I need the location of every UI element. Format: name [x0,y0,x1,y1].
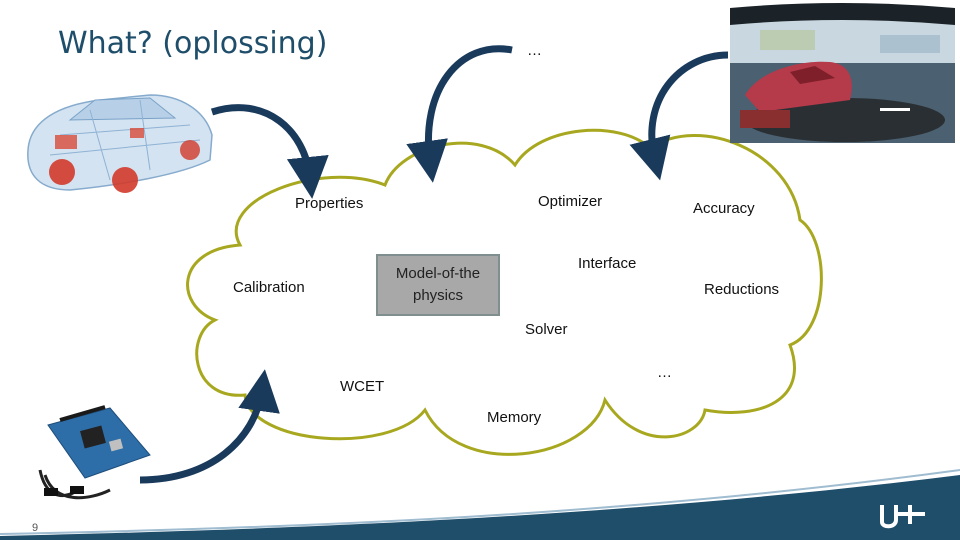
footer-wave [0,475,960,540]
car-xray-illustration [27,94,213,193]
embedded-board-photo [38,405,151,500]
label-calibration: Calibration [233,279,305,296]
top-ellipsis: … [527,42,542,59]
label-optimizer: Optimizer [538,193,603,210]
arrow-car-to-properties [210,104,329,199]
label-interface: Interface [578,255,637,272]
label-wcet: WCET [340,378,385,395]
label-memory: Memory [487,409,542,426]
slide-title: What? (oplossing) [58,26,328,61]
arrow-top-to-cloud [406,45,513,183]
label-reductions: Reductions [704,281,780,298]
central-box-model: Model-of-the physics [376,254,500,316]
arrow-simulator-to-cloud [629,51,729,181]
label-ellipsis: … [657,364,672,381]
university-logo [880,505,925,529]
label-accuracy: Accuracy [693,200,755,217]
driving-simulator-photo [730,3,955,143]
arrow-board-to-cloud [139,369,280,484]
label-solver: Solver [525,321,568,338]
label-properties: Properties [295,195,364,212]
slide-number: 9 [32,522,39,534]
